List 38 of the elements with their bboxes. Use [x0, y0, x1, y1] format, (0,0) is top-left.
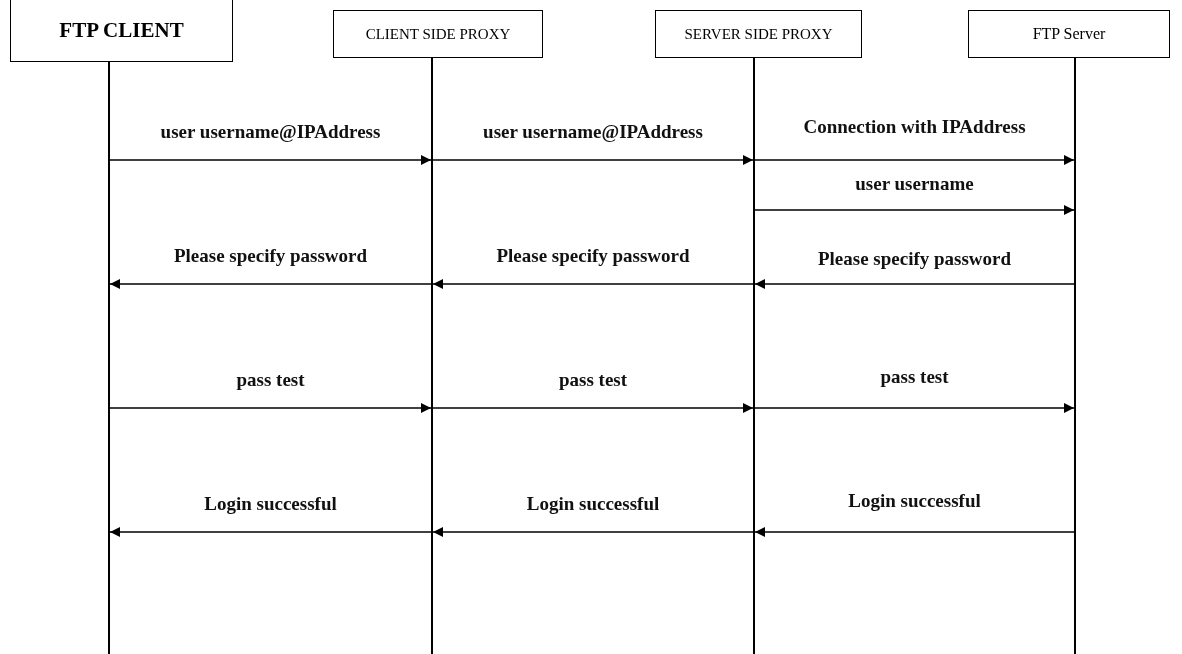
- message-label: user username@IPAddress: [483, 122, 703, 141]
- participant-box: [655, 10, 862, 58]
- lifeline: [108, 62, 110, 654]
- participant-name: SERVER SIDE PROXY: [684, 25, 833, 43]
- message-label: Login successful: [848, 491, 981, 510]
- message-label: pass test: [880, 367, 949, 386]
- message-arrow: [109, 403, 432, 413]
- message-arrow: [432, 279, 754, 289]
- message-arrow: [109, 279, 432, 289]
- message-label: Please specify password: [496, 246, 690, 265]
- message-arrow: [754, 279, 1075, 289]
- message-arrow: [432, 155, 754, 165]
- message-label: pass test: [236, 370, 305, 389]
- message-arrow: [432, 403, 754, 413]
- message-arrow: [432, 527, 754, 537]
- message-arrow: [109, 527, 432, 537]
- message-label: Login successful: [526, 494, 660, 513]
- participant-name: FTP Server: [1032, 25, 1106, 43]
- message-label: Connection with IPAddress: [803, 117, 1026, 136]
- message-label: Please specify password: [173, 246, 368, 265]
- message-label: user username: [855, 174, 974, 193]
- participant-name: CLIENT SIDE PROXY: [365, 25, 511, 43]
- message-label: Login successful: [204, 494, 337, 513]
- message-arrow: [754, 403, 1075, 413]
- message-label: user username@IPAddress: [160, 122, 381, 141]
- participant-box: [968, 10, 1170, 58]
- lifeline: [1074, 58, 1076, 654]
- participant-box: [333, 10, 543, 58]
- message-arrow: [754, 205, 1075, 215]
- lifeline: [431, 58, 433, 654]
- message-arrow: [754, 527, 1075, 537]
- participant-name: FTP CLIENT: [59, 17, 184, 43]
- message-label: pass test: [558, 370, 628, 389]
- message-arrow: [754, 155, 1075, 165]
- message-arrow: [109, 155, 432, 165]
- participant-box: [10, 0, 233, 62]
- lifeline: [753, 58, 755, 654]
- message-label: Please specify password: [817, 249, 1012, 268]
